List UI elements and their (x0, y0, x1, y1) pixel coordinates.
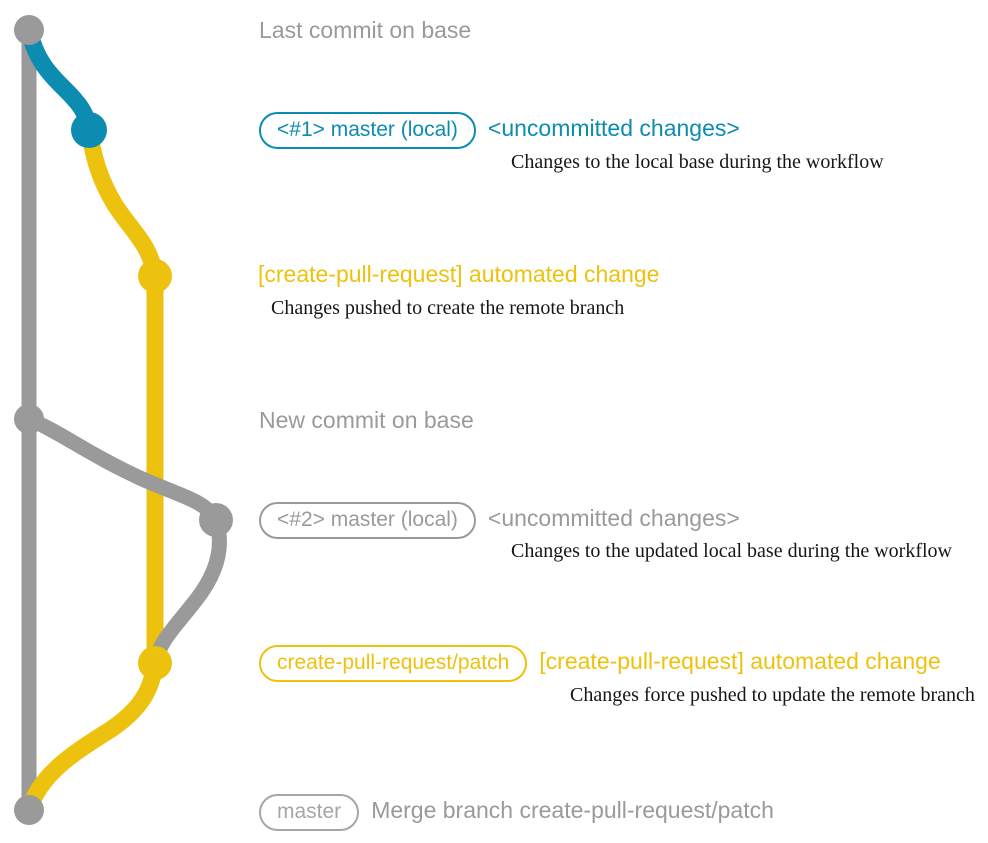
commit-message-base-new: New commit on base (259, 407, 474, 433)
commit-node-merge[interactable] (14, 795, 44, 825)
commit-node-automated-1[interactable] (138, 259, 172, 293)
commit-node-base-new[interactable] (14, 404, 44, 434)
branch-tag-master-local-1[interactable]: <#1> master (local) (259, 112, 476, 149)
branch-tag-master-local-2[interactable]: <#2> master (local) (259, 502, 476, 539)
commit-message-base-last: Last commit on base (259, 17, 472, 43)
branch-tag-create-pull-request-patch[interactable]: create-pull-request/patch (259, 645, 528, 682)
commit-message-local-2: <uncommitted changes> (487, 505, 740, 531)
commit-node-automated-2[interactable] (138, 646, 172, 680)
base-branch-line-2 (21, 411, 227, 671)
description-local-2: Changes to the updated local base during… (511, 540, 952, 562)
branch-tag-master[interactable]: master (259, 794, 360, 831)
row-automated-2: create-pull-request/patch [create-pull-r… (259, 645, 941, 682)
commit-message-automated-1: [create-pull-request] automated change (258, 261, 660, 287)
commit-node-local-1[interactable] (71, 112, 107, 148)
commit-message-local-1: <uncommitted changes> (487, 115, 740, 141)
merge-branch-line (20, 654, 164, 819)
row-local-2: <#2> master (local) <uncommitted changes… (259, 502, 740, 539)
commit-node-local-2[interactable] (199, 503, 233, 537)
commit-message-merge: Merge branch create-pull-request/patch (371, 797, 774, 823)
commit-node-base-last[interactable] (14, 15, 44, 45)
automated-branch-line-1 (80, 121, 164, 672)
description-automated-2: Changes force pushed to update the remot… (570, 684, 975, 706)
commit-message-automated-2: [create-pull-request] automated change (539, 648, 941, 674)
row-local-1: <#1> master (local) <uncommitted changes… (259, 112, 740, 149)
row-merge: master Merge branch create-pull-request/… (259, 794, 774, 831)
description-automated-1: Changes pushed to create the remote bran… (271, 297, 625, 319)
description-local-1: Changes to the local base during the wor… (511, 151, 884, 173)
